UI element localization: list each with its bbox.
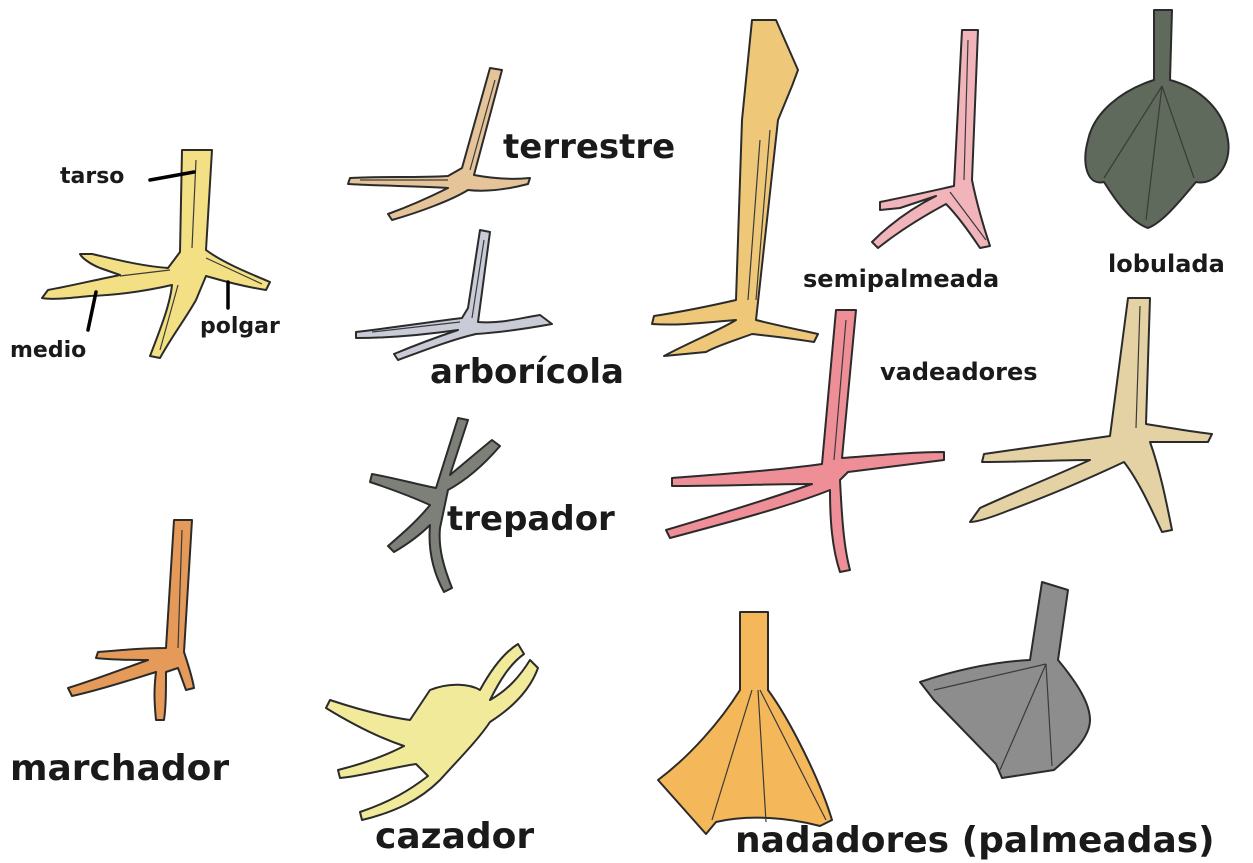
- nadadores-orange-foot-illustration: [658, 612, 832, 834]
- nadadores-grey-foot-illustration: [920, 582, 1090, 778]
- label-marchador: marchador: [10, 748, 229, 789]
- marchador-foot-illustration: [68, 520, 194, 720]
- label-semipalmeada: semipalmeada: [803, 265, 999, 293]
- label-medio: medio: [10, 338, 86, 363]
- label-trepador: trepador: [447, 499, 615, 539]
- label-terrestre: terrestre: [503, 127, 675, 167]
- label-polgar: polgar: [200, 314, 280, 339]
- lobulada-foot-illustration: [1085, 10, 1228, 228]
- label-nadadores: nadadores (palmeadas): [735, 820, 1215, 861]
- label-vadeadores: vadeadores: [880, 358, 1038, 386]
- cazador-foot-illustration: [326, 644, 538, 820]
- label-arboricola: arborícola: [430, 352, 624, 392]
- medio-leader-line: [88, 292, 96, 330]
- arboricola-foot-illustration: [356, 230, 552, 360]
- long-wader-foot-illustration: [652, 20, 818, 356]
- label-tarso: tarso: [60, 164, 124, 189]
- vadeadores-beige-foot-illustration: [970, 298, 1212, 532]
- label-lobulada: lobulada: [1108, 250, 1225, 278]
- semipalmeada-foot-illustration: [872, 30, 990, 248]
- label-cazador: cazador: [375, 816, 534, 857]
